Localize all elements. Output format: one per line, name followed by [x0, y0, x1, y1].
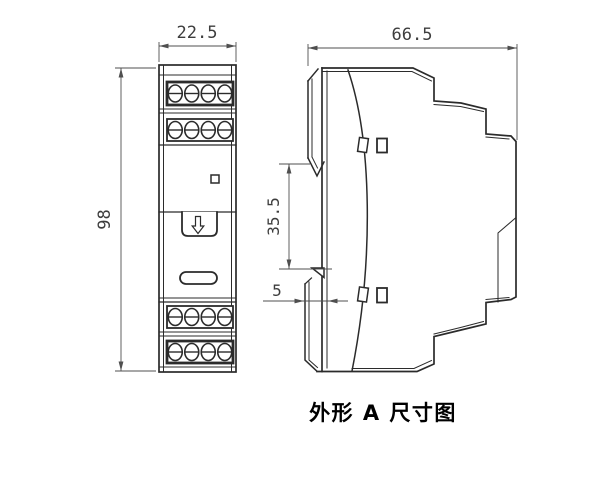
release-tab	[181, 211, 218, 237]
vent-slot	[376, 287, 388, 304]
front-view	[158, 64, 237, 373]
terminal-block-top-outer	[165, 80, 235, 107]
dim-arrow-left	[328, 298, 338, 304]
dim-arrow-right	[294, 298, 304, 304]
dimension-clip-width: 5	[263, 281, 348, 304]
dimension-side-depth: 66.5	[307, 25, 518, 140]
side-body-curve	[347, 69, 369, 372]
side-depth-label: 66.5	[392, 25, 433, 45]
dim-arrow-right	[507, 45, 517, 51]
terminal-block-bottom-inner	[166, 305, 234, 329]
dimension-din-slot: 35.5	[264, 163, 332, 270]
front-width-label: 22.5	[177, 23, 218, 43]
side-view	[304, 67, 517, 373]
clip-width-label: 5	[272, 281, 282, 300]
inner-wall-line	[321, 71, 433, 82]
inner-wall-line	[433, 320, 485, 335]
din-clip-hook	[309, 267, 325, 280]
din-rail-upper-plate	[306, 67, 326, 178]
dimension-front-width: 22.5	[158, 23, 237, 62]
front-housing-outline	[158, 64, 237, 373]
side-recess-chamfer	[497, 217, 517, 303]
dimension-front-height: 98	[95, 67, 156, 372]
latch-slot	[356, 286, 370, 303]
dim-arrow-left	[308, 45, 318, 51]
inner-wall-line	[351, 359, 433, 369]
din-rail-top-hook	[306, 156, 326, 178]
drawing-caption: 外形 A 尺寸图	[309, 401, 457, 425]
dim-arrow-up	[286, 164, 292, 174]
terminal-block-bottom-outer	[165, 339, 235, 365]
inner-wall-line	[485, 136, 510, 140]
side-slots-lower	[356, 286, 388, 304]
side-slots-upper	[356, 136, 388, 154]
latch-slot	[356, 136, 370, 154]
front-height-label: 98	[95, 209, 115, 229]
din-rail-clip	[304, 267, 325, 372]
dim-arrow-right	[226, 43, 236, 49]
down-arrow-icon	[190, 215, 206, 235]
inner-wall-line	[433, 103, 485, 113]
label-slot	[179, 271, 218, 285]
vent-slot	[376, 137, 388, 154]
din-rail-top-hook-inner	[311, 156, 319, 169]
dim-arrow-down	[118, 361, 124, 371]
dim-arrow-down	[286, 259, 292, 269]
terminal-block-top-inner	[166, 118, 234, 142]
din-slot-label: 35.5	[264, 197, 283, 236]
dim-arrow-left	[159, 43, 169, 49]
dim-arrow-up	[118, 68, 124, 78]
side-housing-outline	[316, 67, 517, 373]
led-indicator	[210, 174, 220, 184]
